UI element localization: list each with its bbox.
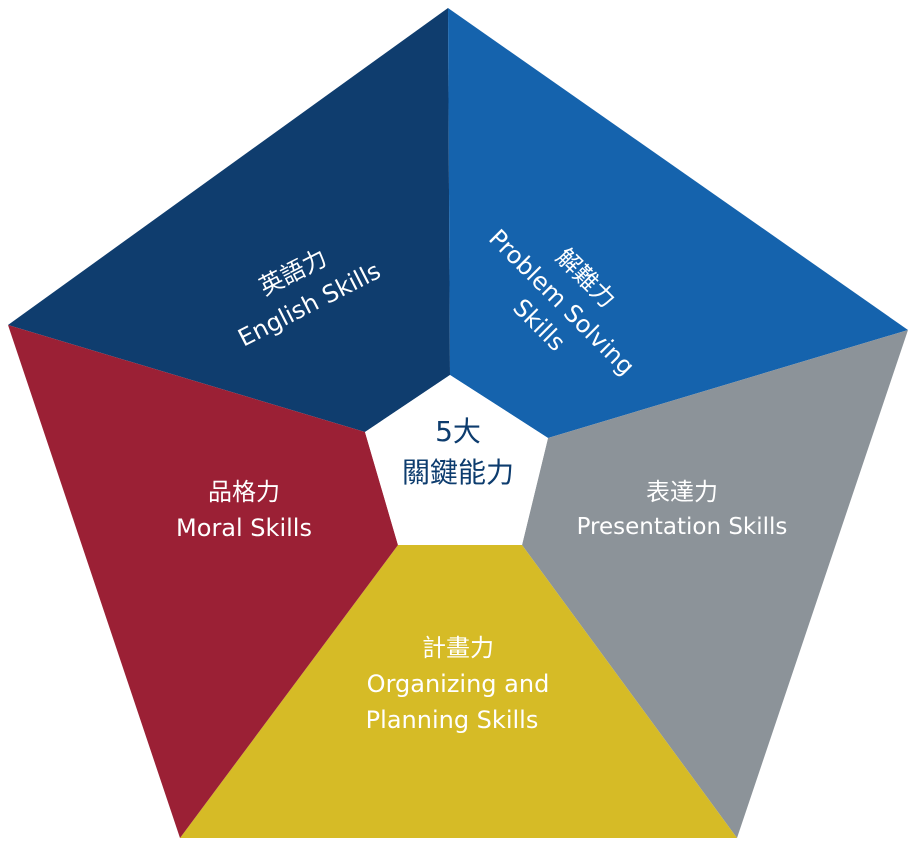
center-title-line1: 5大 bbox=[435, 415, 481, 448]
center-title-line2: 關鍵能力 bbox=[402, 456, 514, 489]
presentation-skills-zh: 表達力 bbox=[646, 478, 718, 506]
moral-skills-zh: 品格力 bbox=[208, 478, 280, 506]
english-skills-segment bbox=[8, 8, 450, 432]
organizing-planning-skills-en-line2: Planning Skills bbox=[366, 706, 539, 734]
organizing-planning-skills-segment bbox=[180, 545, 737, 838]
presentation-skills-en: Presentation Skills bbox=[577, 514, 788, 540]
center-pentagon bbox=[365, 375, 548, 545]
presentation-skills-segment bbox=[522, 330, 908, 838]
problem-solving-skills-segment bbox=[448, 8, 908, 438]
moral-skills-segment bbox=[8, 325, 398, 838]
moral-skills-en: Moral Skills bbox=[176, 514, 312, 542]
organizing-planning-skills-en-line1: Organizing and bbox=[367, 670, 550, 698]
organizing-planning-skills-zh: 計畫力 bbox=[422, 634, 494, 662]
